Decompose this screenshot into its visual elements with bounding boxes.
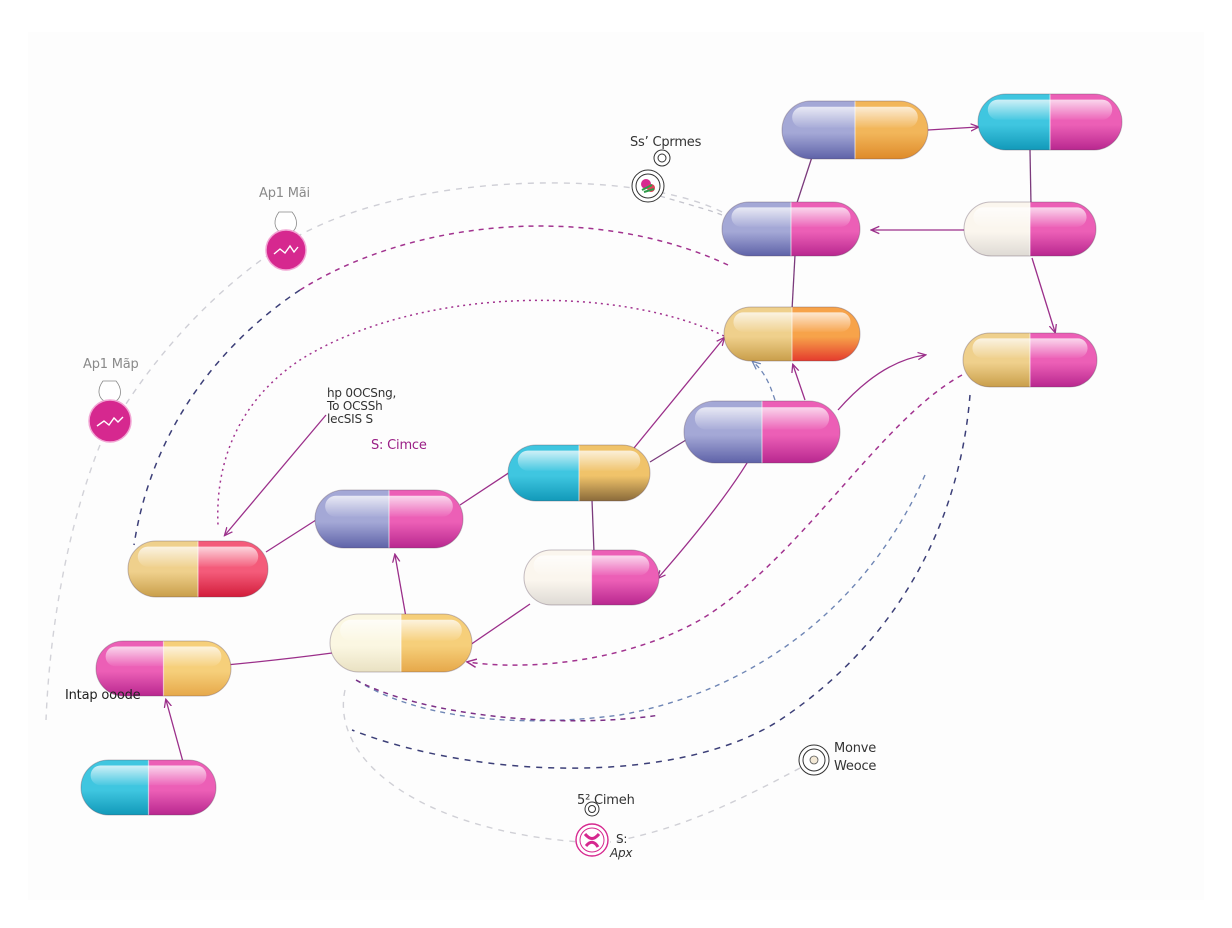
- connector-dashed-navy-outer: [133, 289, 301, 546]
- label-bottom-sub1: S:: [616, 832, 628, 846]
- pill-node[interactable]: [507, 444, 651, 502]
- small-ring-icon: [653, 149, 671, 167]
- pill-outline: [963, 201, 1097, 257]
- connector-dashed-blue-mid: [355, 474, 926, 722]
- label-block-line3: lecSIS S: [327, 412, 373, 426]
- connector-dashed-blue-short: [753, 362, 776, 401]
- connector-dashed-grey-top-icon: [659, 195, 723, 216]
- label-apl-left: Ap1 Mãp: [83, 357, 139, 372]
- connector-pill8-pill5: [633, 338, 724, 449]
- pill-node[interactable]: [329, 613, 473, 673]
- label-apl-top: Ap1 Mãi: [259, 186, 310, 201]
- pill-node[interactable]: [977, 93, 1123, 151]
- connector-dashed-magenta-lower: [468, 374, 963, 665]
- pink-ribbon-target-icon: [575, 801, 609, 857]
- connector-dashed-grey-arc-top: [109, 182, 723, 431]
- pill-outline: [781, 100, 929, 160]
- label-block-line2: To OCSSh: [327, 399, 383, 413]
- connector-pill8-pill11: [591, 499, 595, 553]
- connector-dashed-grey-bottom: [342, 689, 581, 843]
- solid-connectors: [166, 127, 1055, 781]
- pill-outline: [329, 613, 473, 673]
- label-intake: Intap ooode: [65, 688, 141, 703]
- connector-pill8-pill7: [649, 439, 687, 463]
- pill-node[interactable]: [683, 400, 841, 464]
- pill-outline: [95, 640, 232, 697]
- heartbeat-flask-icon-top: [265, 211, 307, 271]
- connector-dashed-navy-lower: [351, 394, 971, 769]
- pill-node[interactable]: [781, 100, 929, 160]
- dashed-connectors: [45, 182, 971, 843]
- pill-node[interactable]: [963, 201, 1097, 257]
- pill-node[interactable]: [721, 201, 861, 257]
- flower-target-icon: [631, 169, 665, 203]
- pill-outline: [721, 201, 861, 257]
- pill-outline: [314, 489, 464, 549]
- pill-node[interactable]: [80, 759, 217, 816]
- pill-outline: [977, 93, 1123, 151]
- pill-outline: [683, 400, 841, 464]
- pill-nodes: [80, 93, 1123, 816]
- connector-dashed-grey-move: [609, 767, 801, 843]
- connector-dashed-magenta-bottom: [355, 679, 661, 722]
- target-ring-icon: [798, 744, 830, 776]
- connector-pill4-pill6: [1031, 257, 1055, 332]
- pill-outline: [507, 444, 651, 502]
- label-move-line1: Monve: [834, 741, 877, 756]
- label-center-magenta: S: Cimce: [371, 438, 427, 453]
- connector-dashed-magenta-outer: [299, 225, 729, 291]
- pill-outline: [523, 549, 660, 606]
- label-block-line1: hp 0OCSng,: [327, 386, 397, 400]
- connector-pill1-pill2: [927, 127, 978, 130]
- pill-node[interactable]: [314, 489, 464, 549]
- connector-pill7-out: [837, 355, 925, 411]
- pill-outline: [80, 759, 217, 816]
- pill-node[interactable]: [523, 549, 660, 606]
- pill-node[interactable]: [95, 640, 232, 697]
- connector-pill9-pill8: [459, 471, 511, 506]
- connector-pill12-pill11: [469, 603, 531, 646]
- pill-outline: [962, 332, 1098, 388]
- label-top-center: Ss’ Cprmes: [630, 135, 702, 150]
- label-bottom-title: 5² Cimeh: [577, 793, 635, 808]
- pill-node[interactable]: [962, 332, 1098, 388]
- pill-node[interactable]: [723, 306, 861, 362]
- icons: [88, 149, 830, 857]
- pill-outline: [723, 306, 861, 362]
- heartbeat-flask-icon-left: [88, 380, 132, 443]
- connector-dashed-grey-left: [45, 444, 101, 721]
- label-bottom-sub2: Apx: [610, 846, 633, 860]
- connector-pill7-pill5: [793, 365, 806, 401]
- pill-node[interactable]: [127, 540, 269, 598]
- label-move-line2: Weoce: [834, 759, 877, 774]
- connector-pill2-pill4: [1029, 149, 1032, 206]
- connector-label-pill10: [225, 414, 327, 535]
- connector-pill3-pill5: [791, 254, 796, 311]
- connector-dotted-magenta-inner: [217, 299, 725, 526]
- connector-pill10-pill9: [265, 519, 317, 553]
- pill-outline: [127, 540, 269, 598]
